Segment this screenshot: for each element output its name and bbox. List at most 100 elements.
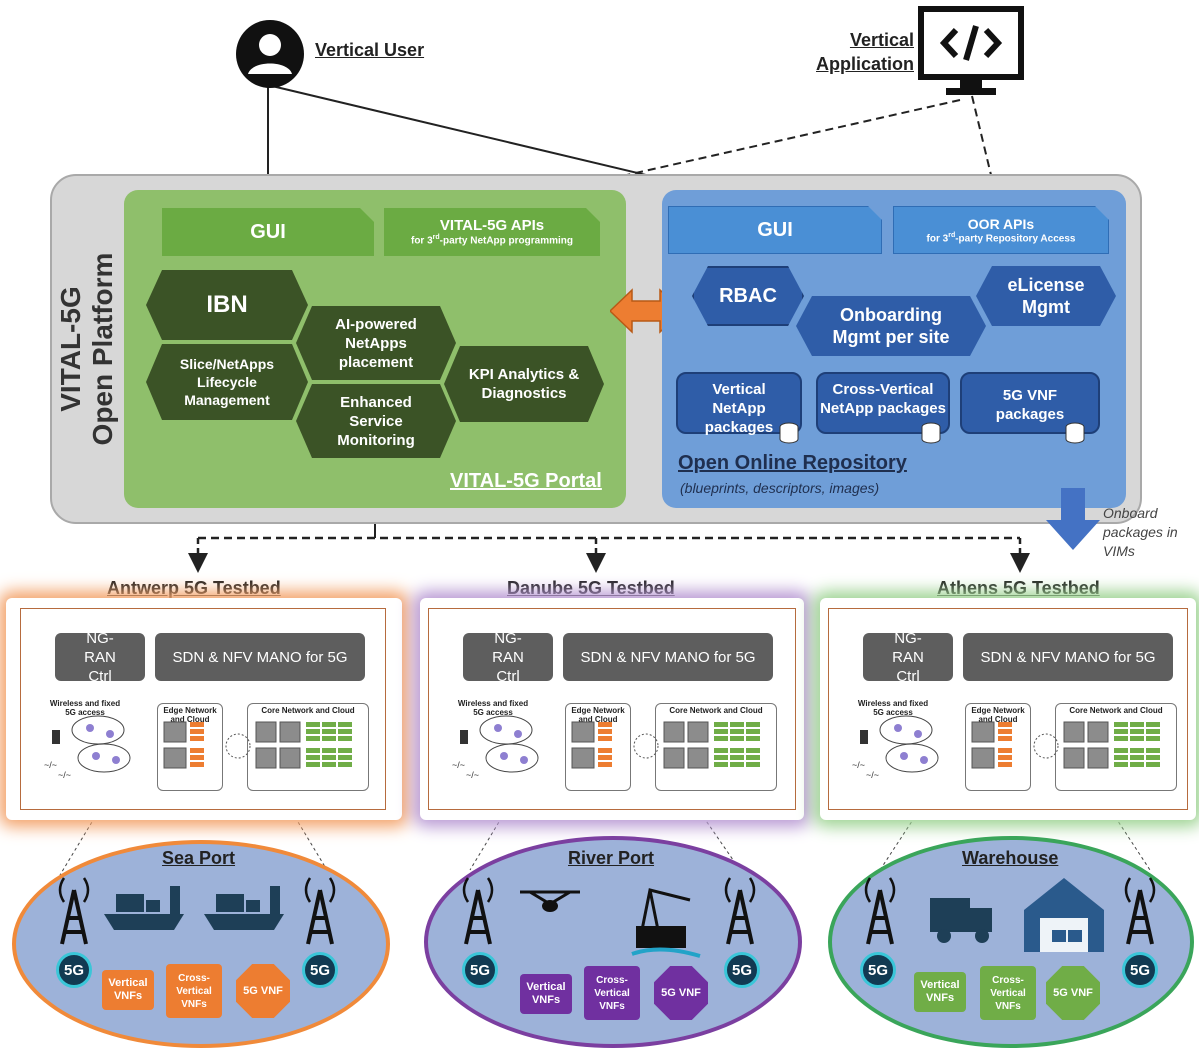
oor-sub-pre: for 3 [926, 233, 949, 245]
server-icon [322, 748, 336, 753]
pkg-cross-label: Cross-Vertical NetApp packages [820, 381, 946, 417]
antenna-icon [520, 756, 528, 764]
edge-label: Edge Network and Cloud [163, 706, 217, 724]
server-icon [998, 762, 1012, 767]
oor-apis-subtitle: for 3rd-party Repository Access [927, 232, 1076, 244]
5g-badge-icon: 5G [56, 952, 92, 988]
server-icon [1114, 762, 1128, 767]
pkg-vnf-label: 5G VNF packages [995, 387, 1065, 423]
testbed-frame: NG-RAN Ctrl SDN & NFV MANO for 5G Wirele… [20, 608, 386, 810]
testbed-title-danube: Danube 5G Testbed [507, 578, 675, 598]
lifecycle-module[interactable]: Slice/NetApps Lifecycle Management [146, 344, 308, 420]
edge-cloud-box: Edge Network and Cloud [965, 703, 1031, 791]
server-icon [714, 748, 728, 753]
testbed-title-athens: Athens 5G Testbed [937, 578, 1100, 598]
monitoring-label: Enhanced Service Monitoring [337, 393, 415, 449]
vnf-cross-label: Cross-Vertical VNFs [990, 974, 1026, 1012]
truck-icon [930, 898, 970, 932]
repo-gui-button[interactable]: GUI [668, 206, 882, 254]
ngran-label: NG-RAN Ctrl [84, 629, 116, 685]
ship-bridge-icon [170, 886, 180, 914]
server-icon [190, 722, 204, 727]
cross-vertical-vnfs-sea[interactable]: Cross-Vertical VNFs [166, 964, 222, 1018]
cell-tower-icon [60, 889, 88, 945]
ibn-module[interactable]: IBN [146, 270, 308, 340]
vital5g-apis-button[interactable]: VITAL-5G APIs for 3rd-party NetApp progr… [384, 208, 600, 256]
radio-cell-icon [879, 715, 933, 745]
onboarding-module[interactable]: Onboarding Mgmt per site [796, 296, 986, 356]
mano-box[interactable]: SDN & NFV MANO for 5G [563, 633, 773, 681]
radio-cell-icon [885, 743, 939, 773]
5g-badge-icon: 5G [302, 952, 338, 988]
signal-wave-icon [462, 877, 494, 903]
mano-box[interactable]: SDN & NFV MANO for 5G [155, 633, 365, 681]
cross-vertical-netapp-packages[interactable]: Cross-Vertical NetApp packages [816, 372, 950, 434]
monitoring-module[interactable]: Enhanced Service Monitoring [296, 384, 456, 458]
cross-vertical-vnfs-river[interactable]: Cross-Vertical VNFs [584, 966, 640, 1020]
antenna-icon [914, 730, 922, 738]
radio-cell-icon [77, 743, 131, 773]
server-icon [1130, 755, 1144, 760]
switch-icon [163, 721, 187, 743]
switch-icon [1063, 721, 1085, 743]
server-icon [306, 722, 320, 727]
vnf-5g-sea[interactable]: 5G VNF [236, 964, 290, 1018]
portal-gui-button[interactable]: GUI [162, 208, 374, 256]
vnf-5g-river[interactable]: 5G VNF [654, 966, 708, 1020]
server-icon [714, 729, 728, 734]
antenna-icon [900, 752, 908, 760]
vnf-5g-label: 5G VNF [1053, 986, 1093, 999]
kpi-module[interactable]: KPI Analytics & Diagnostics [444, 346, 604, 422]
radio-cell-icon [71, 715, 125, 745]
elicense-module[interactable]: eLicense Mgmt [976, 266, 1116, 326]
ngran-ctrl-box[interactable]: NG-RAN Ctrl [463, 630, 553, 685]
server-icon [1146, 748, 1160, 753]
ngran-ctrl-box[interactable]: NG-RAN Ctrl [55, 630, 145, 685]
mano-box[interactable]: SDN & NFV MANO for 5G [963, 633, 1173, 681]
server-icon [338, 722, 352, 727]
ai-placement-label: AI-powered NetApps placement [335, 315, 417, 371]
container-icon [246, 900, 260, 912]
5g-badge-icon: 5G [860, 952, 896, 988]
vertical-application-label: Vertical Application [810, 28, 914, 76]
ngran-ctrl-box[interactable]: NG-RAN Ctrl [863, 630, 953, 685]
testbed-frame: NG-RAN Ctrl SDN & NFV MANO for 5G Wirele… [428, 608, 796, 810]
network-topology-icons: ~/~~/~~/~~/~~/~~/~ [44, 715, 1160, 780]
switch-icon [1087, 721, 1109, 743]
ngran-label: NG-RAN Ctrl [492, 629, 524, 685]
oor-sub-post: -party Repository Access [955, 233, 1076, 245]
phone-icon [460, 730, 468, 744]
site-label-warehouse: Warehouse [962, 848, 1059, 868]
edge-label: Edge Network and Cloud [971, 706, 1025, 724]
vertical-netapp-packages[interactable]: Vertical NetApp packages [676, 372, 802, 436]
vertical-vnfs-river[interactable]: Vertical VNFs [520, 974, 572, 1014]
server-icon [190, 755, 204, 760]
mesh-network-icon [633, 733, 659, 759]
rbac-module[interactable]: RBAC [692, 266, 804, 326]
water-icon [631, 947, 701, 958]
server-icon [322, 729, 336, 734]
server-icon [1146, 729, 1160, 734]
signal-icon: ~/~ [44, 760, 57, 770]
vnf-5g-warehouse[interactable]: 5G VNF [1046, 966, 1100, 1020]
core-label: Core Network and Cloud [1069, 706, 1163, 715]
switch-icon [971, 747, 995, 769]
apis-sub-pre: for 3 [410, 235, 433, 247]
container-icon [216, 894, 244, 912]
mano-label: SDN & NFV MANO for 5G [980, 648, 1156, 666]
ai-placement-module[interactable]: AI-powered NetApps placement [296, 306, 456, 380]
signal-icon: ~/~ [58, 770, 71, 780]
edge-cloud-box: Edge Network and Cloud [157, 703, 223, 791]
server-icon [598, 722, 612, 727]
antenna-icon [500, 752, 508, 760]
port-dock-icon [636, 926, 686, 948]
cross-vertical-vnfs-warehouse[interactable]: Cross-Vertical VNFs [980, 966, 1036, 1020]
server-icon [306, 762, 320, 767]
server-icon [338, 755, 352, 760]
elicense-label: eLicense Mgmt [1007, 275, 1085, 317]
oor-apis-button[interactable]: OOR APIs for 3rd-party Repository Access [893, 206, 1109, 254]
vertical-vnfs-sea[interactable]: Vertical VNFs [102, 970, 154, 1010]
vertical-vnfs-warehouse[interactable]: Vertical VNFs [914, 972, 966, 1012]
server-icon [714, 722, 728, 727]
server-icon [306, 755, 320, 760]
